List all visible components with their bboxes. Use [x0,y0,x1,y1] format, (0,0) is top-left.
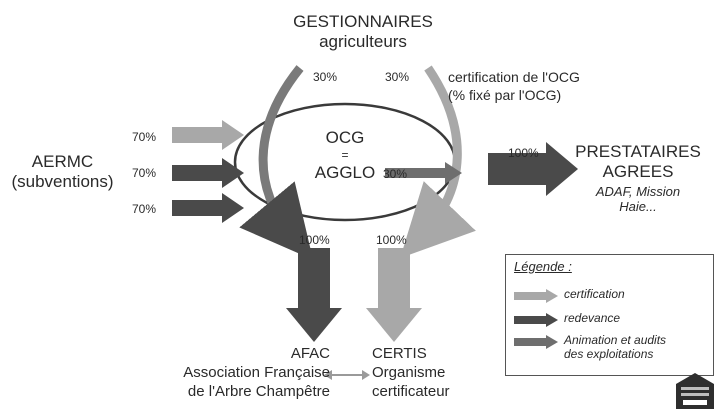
legend-label-animation: Animation et audits des exploitations [564,333,667,362]
aermc-arrow-3 [172,193,244,223]
afac-line3: de l'Arbre Champêtre [187,382,330,400]
redevance-swatch-icon [514,313,558,327]
gestionnaires-line1: GESTIONNAIRES [293,12,433,31]
pct-aermc-2: 70% [132,166,157,180]
pct-ocg-out: 30% [383,167,408,181]
gestionnaires-label: GESTIONNAIRES agriculteurs [293,12,433,52]
agglo-logo-icon [676,373,714,409]
legend-title: Légende : [514,259,572,274]
afac-line2: Association Française [183,363,330,381]
ocg-line1: OCG [325,128,365,147]
ocg-out-arrow [385,162,462,184]
certis-label: CERTIS Organisme certificateur [372,345,502,401]
pct-gest-left: 30% [313,70,338,84]
aermc-line1: AERMC [31,152,94,171]
prestataires-line3: ADAF, Mission [595,184,681,199]
aermc-arrow-1 [172,120,244,150]
animation-swatch-icon [514,335,558,349]
afac-arrow [286,248,342,342]
gestionnaires-left-curve-arrow [239,65,314,260]
certis-line1: CERTIS [372,345,427,362]
certification-note-line2: (% fixé par l'OCG) [448,87,562,104]
pct-aermc-1: 70% [132,130,157,144]
afac-certis-link [324,370,370,380]
prestataires-line1: PRESTATAIRES [575,142,701,161]
ocg-line2: = [341,148,349,163]
legend-box: Légende : certification redevance Animat… [505,254,714,376]
pct-prestataires-in: 100% [508,146,539,160]
certification-note: certification de l'OCG (% fixé par l'OCG… [448,68,580,104]
aermc-label: AERMC (subventions) [0,152,125,192]
gestionnaires-right-curve-arrow [400,65,476,259]
afac-line1: AFAC [290,345,330,362]
ocg-line3: AGGLO [314,162,376,182]
aermc-arrow-2 [172,158,244,188]
aermc-line2: (subventions) [11,172,114,191]
ocg-label: OCG = AGGLO [295,128,395,183]
pct-certis-in: 100% [376,233,407,247]
pct-gest-right: 30% [385,70,410,84]
prestataires-line4: Haie... [619,199,657,214]
gestionnaires-line2: agriculteurs [319,32,407,51]
prestataires-line2: AGREES [602,162,674,181]
legend-label-redevance: redevance [564,311,621,325]
certification-swatch-icon [514,289,558,303]
afac-label: AFAC Association Française de l'Arbre Ch… [150,345,330,401]
pct-afac-in: 100% [299,233,330,247]
legend-label-animation-line2: des exploitations [564,346,654,361]
pct-aermc-3: 70% [132,202,157,216]
legend-label-animation-line1: Animation et audits [564,333,667,347]
certis-line3: certificateur [372,382,450,400]
legend-label-certification: certification [564,287,625,301]
prestataires-label: PRESTATAIRES AGREES ADAF, Mission Haie..… [568,142,708,214]
certis-arrow [366,248,422,342]
prestataires-arrow [488,142,578,196]
certification-note-line1: certification de l'OCG [448,69,580,85]
certis-line2: Organisme [372,363,446,381]
